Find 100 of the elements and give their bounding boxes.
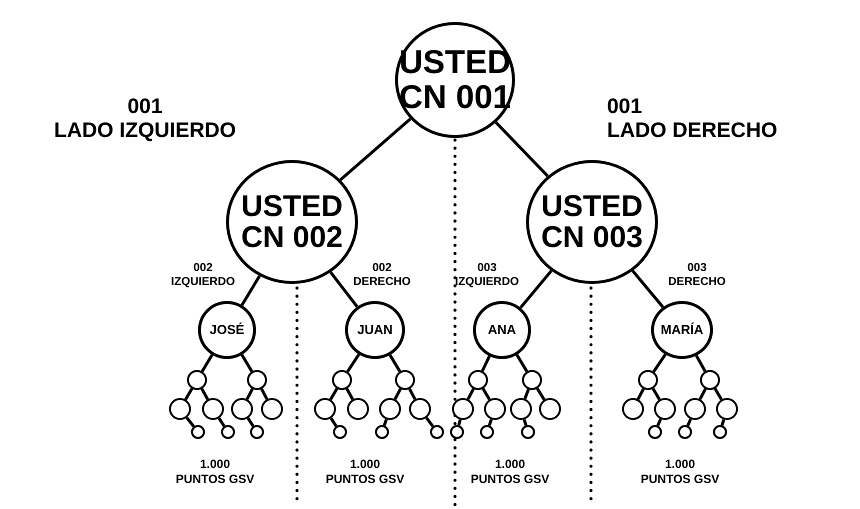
side-heading: 001 [126, 94, 164, 120]
side-heading: IZQUIERDO [171, 276, 235, 290]
connector-line [329, 388, 338, 400]
side-heading: LADO DERECHO [607, 118, 778, 144]
downline-circle [713, 425, 727, 439]
points-label: PUNTOS GSV [470, 472, 550, 486]
downline-circle [395, 370, 415, 390]
downline-circle [261, 398, 283, 420]
side-heading: DERECHO [353, 276, 411, 290]
downline-circle [638, 370, 658, 390]
downline-circle [450, 425, 464, 439]
downline-circle [468, 370, 488, 390]
node-label: USTED CN 003 [540, 190, 644, 254]
node-label: USTED CN 001 [398, 45, 512, 115]
connector-line [425, 416, 434, 428]
points-label: 1.000 [494, 457, 526, 472]
connector-line [519, 270, 552, 309]
downline-circle [484, 398, 506, 420]
connector-line [457, 419, 462, 426]
side-heading: IZQUIERDO [455, 276, 519, 290]
name-circle [473, 301, 531, 359]
points-label: 1.000 [348, 457, 382, 472]
connector-line [466, 388, 475, 400]
connector-line [218, 417, 226, 427]
downline-circle [169, 398, 191, 420]
connector-line [480, 356, 491, 372]
downline-circle [539, 398, 561, 420]
downline-circle [409, 398, 431, 420]
side-heading: 003 [687, 262, 707, 276]
downline-circle [332, 370, 352, 390]
connector-line [200, 388, 209, 400]
connector-line [240, 275, 261, 306]
downline-circle [522, 370, 542, 390]
connector-line [494, 121, 549, 178]
side-heading: 002 [372, 262, 392, 276]
connector-line [186, 416, 195, 428]
connector-line [408, 388, 416, 400]
downline-circle [375, 425, 389, 439]
connector-line [346, 388, 354, 400]
node-label: MARÍA [660, 323, 704, 337]
downline-circle [654, 398, 676, 420]
node-label: USTED CN 002 [240, 190, 344, 254]
connector-line [524, 388, 530, 400]
connector-line [482, 388, 491, 400]
connector-line [686, 418, 692, 426]
downline-circle [221, 425, 235, 439]
connector-line [522, 419, 528, 426]
points-label: PUNTOS GSV [640, 472, 720, 486]
connector-line [516, 354, 528, 372]
downline-circle [716, 398, 738, 420]
connector-line [714, 388, 723, 400]
connector-line [346, 354, 360, 372]
downline-circle [333, 425, 347, 439]
connector-line [330, 417, 338, 427]
connector-line [246, 417, 254, 427]
downline-circle [202, 398, 224, 420]
connector-line [652, 354, 667, 373]
side-heading: 001 [607, 94, 644, 120]
downline-circle [684, 398, 706, 420]
downline-circle [648, 425, 662, 439]
downline-circle [510, 398, 532, 420]
connector-line [184, 388, 194, 400]
connector-line [488, 418, 493, 426]
connector-line [200, 354, 214, 372]
downline-circle [480, 425, 494, 439]
node-label: ANA [488, 323, 516, 337]
points-label: PUNTOS GSV [174, 472, 256, 486]
downline-circle [678, 425, 692, 439]
connector-line [698, 388, 707, 400]
downline-circle [191, 425, 205, 439]
side-heading: 002 [193, 262, 213, 276]
downline-circle [452, 398, 474, 420]
downline-circle [231, 398, 253, 420]
downline-circle [347, 398, 369, 420]
connector-line [388, 354, 402, 372]
downline-circle [622, 398, 644, 420]
connector-line [656, 418, 662, 426]
node-label: JUAN [357, 323, 393, 337]
connector-line [636, 388, 645, 400]
downline-circle [379, 398, 401, 420]
connector-line [329, 271, 358, 308]
connector-line [394, 388, 402, 400]
downline-circle [521, 425, 535, 439]
points-label: 1.000 [198, 457, 232, 472]
connector-line [652, 388, 661, 400]
side-heading: LADO IZQUIERDO [53, 118, 237, 144]
connector-line [339, 118, 412, 181]
side-heading: 003 [477, 262, 497, 276]
downline-circle [700, 370, 720, 390]
downline-circle [187, 370, 207, 390]
node-label: JOSÉ [210, 323, 244, 337]
connector-line [536, 388, 546, 400]
points-label: PUNTOS GSV [324, 472, 406, 486]
downline-circle [250, 425, 264, 439]
connector-line [720, 419, 726, 426]
connector-line [246, 388, 254, 400]
connector-line [240, 354, 254, 372]
connector-line [260, 388, 268, 400]
downline-circle [247, 370, 267, 390]
side-heading: DERECHO [668, 276, 726, 290]
